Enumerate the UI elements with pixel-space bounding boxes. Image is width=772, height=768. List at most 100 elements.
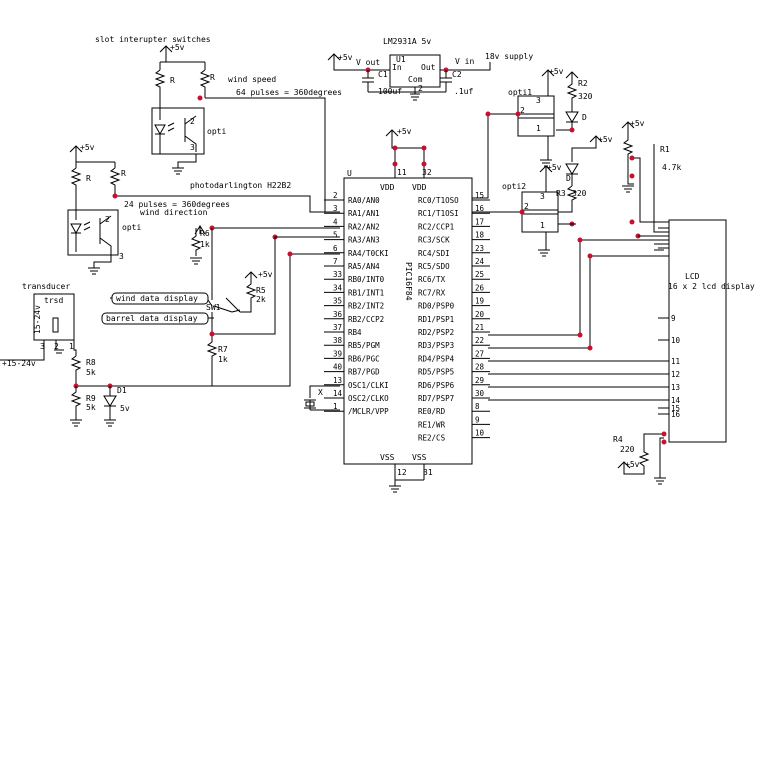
opti2-pin3: 3	[540, 192, 545, 201]
resistor-label-opto-lower-a: R	[86, 174, 91, 183]
transducer-pin1: 1	[69, 342, 74, 351]
mcu-left-pin-number: 38	[333, 336, 343, 345]
mcu-left-pin-number: 14	[333, 389, 343, 398]
r5-value: 2k	[256, 295, 266, 304]
mcu-right-pin-name: RD1/PSP1	[418, 315, 454, 324]
led-upper-label: D	[582, 113, 587, 122]
mcu-left-pin-name: RB1/INT1	[348, 288, 384, 297]
mcu-right-pin-number: 26	[475, 283, 485, 292]
opti1-pin1: 1	[536, 124, 541, 133]
mcu-right-pin-name: RD4/PSP4	[418, 354, 455, 363]
plus5-label-opto-upper: +5v	[170, 43, 185, 52]
r8-label: R8	[86, 358, 96, 367]
opti1-pin3: 3	[536, 96, 541, 105]
indicator-leds: R2 320 D +5v D R3 320	[556, 71, 613, 227]
mcu-left-pin-number: 36	[333, 310, 343, 319]
r6-value: 1k	[200, 240, 210, 249]
mcu-right-pin-number: 27	[475, 349, 484, 358]
mcu-left-pin-number: 3	[333, 204, 338, 213]
photodarlington-label: photodarlington H22B2	[190, 181, 291, 190]
mcu-right-pin-number: 16	[475, 204, 485, 213]
mcu-left-pin-name: RB2/CCP2	[348, 315, 384, 324]
mcu-left-pin-number: 13	[333, 376, 342, 385]
transducer-trsd: trsd	[44, 296, 63, 305]
mcu-right-pin-number: 25	[475, 270, 484, 279]
mcu-left-pin-number: 37	[333, 323, 342, 332]
regulator-name: LM2931A 5v	[383, 37, 431, 46]
mcu-right-pin-name: RC0/T1OSO	[418, 196, 459, 205]
mcu-left-pin-number: 4	[333, 217, 338, 226]
lcd-pin-number: 16	[671, 410, 681, 419]
r2-label: R2	[578, 79, 588, 88]
plus5-label-r1: +5v	[630, 119, 645, 128]
r9-label: R9	[86, 394, 96, 403]
led-lower-label: D	[566, 174, 571, 183]
opti1-label: opti1	[508, 88, 532, 97]
mcu-left-pin-name: RA4/T0CKI	[348, 249, 389, 258]
microcontroller: U VDD VDD VSS VSS PIC16F84 2RA0/AN03RA1/…	[324, 127, 490, 493]
mcu-left-pin-name: RB7/PGD	[348, 368, 380, 377]
lcd-pin-number: 12	[671, 370, 680, 379]
mcu-left-pin-number: 7	[333, 257, 338, 266]
opto-upper-pin2: 2	[190, 117, 195, 126]
display-selector: R6 1k SW1 +5v R5 2k wind data display ba…	[76, 225, 340, 387]
mcu-right-pin-name: RC2/CCP1	[418, 222, 454, 231]
mcu-vdd-2: VDD	[412, 183, 427, 192]
transducer-pin3: 3	[40, 342, 45, 351]
mcu-pin-bottom-31: 31	[423, 468, 433, 477]
lcd-body[interactable]	[668, 219, 727, 443]
wind-data-display-tag[interactable]	[111, 292, 209, 305]
mcu-ref: U	[347, 169, 352, 178]
lcd-pin-number: 9	[671, 314, 676, 323]
mcu-left-pin-number: 40	[333, 363, 343, 372]
mcu-body[interactable]	[343, 177, 473, 465]
r1-value: 4.7k	[662, 163, 681, 172]
opto-lower-pin2: 2	[105, 215, 110, 224]
lcd-pin-number: 11	[671, 357, 680, 366]
r1-label: R1	[660, 145, 670, 154]
mcu-pin-top-11: 11	[397, 168, 407, 177]
mcu-right-pin-name: RC7/RX	[418, 288, 446, 297]
mcu-right-pin-number: 28	[475, 363, 485, 372]
mcu-right-pin-number: 15	[475, 191, 484, 200]
regulator-pin2: 2	[418, 84, 423, 93]
opti2-pin1: 1	[540, 221, 545, 230]
d1-value: 5v	[120, 404, 130, 413]
mcu-right-pin-name: RD7/PSP7	[418, 394, 454, 403]
regulator-ref: U1	[396, 55, 406, 64]
mcu-right-pin-name: RC6/TX	[418, 275, 446, 284]
r2-value: 320	[578, 92, 593, 101]
r3-label: R3	[556, 189, 566, 198]
mcu-right-pin-name: RC4/SDI	[418, 249, 450, 258]
plus5-label-opto-lower: +5v	[80, 143, 95, 152]
mcu-right-pin-name: RD6/PSP6	[418, 381, 455, 390]
opto-upper-body	[151, 107, 205, 155]
lcd-pin-number: 13	[671, 383, 680, 392]
opti1-pin2: 2	[520, 106, 525, 115]
mcu-left-pin-name: RB6/PGC	[348, 354, 380, 363]
opti2: opti2 3 2 1 +5v	[472, 163, 562, 257]
mcu-right-pin-name: RD5/PSP5	[418, 368, 454, 377]
pulses-64-label: 64 pulses = 360degrees	[236, 88, 342, 97]
mcu-left-pin-name: RB2/INT2	[348, 302, 384, 311]
opto-lower-pin3: 3	[119, 252, 124, 261]
supply-input-label: +15-24v	[2, 359, 36, 368]
mcu-left-pin-name: OSC1/CLKI	[348, 381, 389, 390]
resistor-label-opto-lower-b: R	[121, 169, 126, 178]
regulator-vout-label: V out	[356, 58, 380, 67]
transducer-range: 15-24v	[33, 305, 42, 334]
mcu-left-pin-number: 2	[333, 191, 338, 200]
mcu-right-pin-number: 23	[475, 244, 484, 253]
plus5-label-r4: +5v	[625, 460, 640, 469]
lcd-pin-number: 15	[671, 404, 680, 413]
r5-label: R5	[256, 286, 266, 295]
regulator-com: Com	[408, 75, 423, 84]
mcu-right-pin-number: 24	[475, 257, 485, 266]
opto-lower-label: opti	[122, 223, 141, 232]
c2-label: C2	[452, 70, 462, 79]
supply-18v-label: 18v supply	[485, 52, 533, 61]
mcu-right-pin-number: 18	[475, 231, 485, 240]
plus5-label-r5: +5v	[258, 270, 273, 279]
r7-label: R7	[218, 345, 228, 354]
